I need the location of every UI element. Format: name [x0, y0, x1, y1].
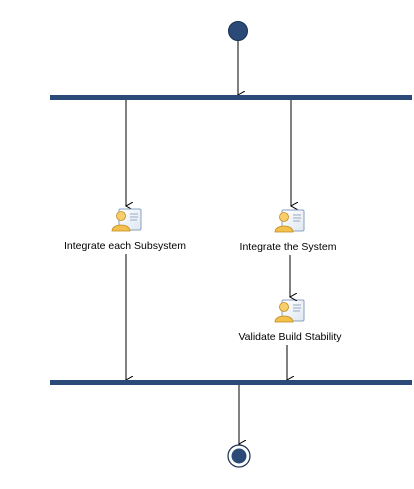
task-role-icon[interactable]: [274, 209, 305, 233]
final-node[interactable]: [227, 444, 251, 468]
activity-label-integrate-each-subsystem[interactable]: Integrate each Subsystem: [64, 240, 186, 252]
activity-label-validate-build-stability[interactable]: Validate Build Stability: [238, 331, 342, 343]
join-bar[interactable]: [50, 380, 412, 385]
fork-bar[interactable]: [50, 95, 412, 100]
task-role-icon[interactable]: [111, 208, 142, 232]
activity-label-integrate-the-system[interactable]: Integrate the System: [239, 241, 337, 253]
task-role-icon[interactable]: [274, 299, 305, 323]
initial-node[interactable]: [228, 21, 248, 41]
